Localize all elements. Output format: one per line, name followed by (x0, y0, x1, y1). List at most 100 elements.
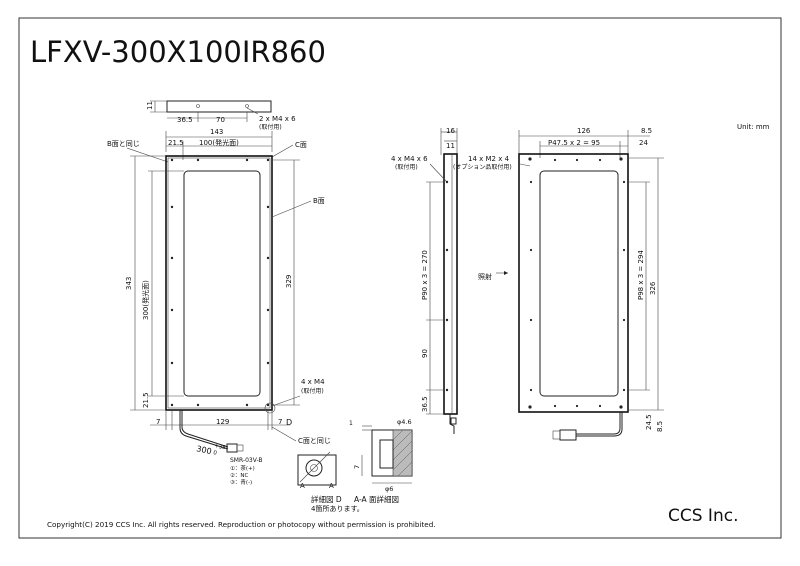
hatch-lines (392, 429, 413, 477)
dim-phi-6: φ6 (385, 485, 393, 493)
dim-129: 129 (216, 418, 229, 426)
dim-phi-4-6: φ4.6 (397, 418, 412, 426)
top-screw-spec: 2 x M4 x 6 (259, 115, 296, 123)
detail-views: A A 詳細図 D 4箇所あります。 1 φ4.6 7 φ6 A-A 面詳細図 (297, 418, 413, 513)
dim-8-5-bottom: 8.5 (656, 421, 664, 432)
back-housing (518, 153, 629, 413)
dim-8-5-top: 8.5 (641, 127, 652, 135)
side-screw-spec: 4 x M4 x 6 (391, 155, 428, 163)
pin-2: ②：NC (230, 472, 249, 479)
leader-line (271, 144, 294, 158)
back-cable (576, 412, 623, 437)
aa-caption: A-A 面詳細図 (354, 494, 399, 504)
dim-top-height: 11 (146, 101, 154, 110)
b-face-label: B面 (313, 197, 325, 205)
leader-line (246, 107, 259, 115)
side-cable-gland (450, 417, 457, 425)
c-same-label: C面と同じ (298, 437, 331, 445)
side-view: 16 11 4 x M4 x 6 (取付用) P90 x 3 = 270 90 … (391, 127, 508, 434)
front-top-profile (166, 100, 272, 113)
cable-length: 300 (196, 444, 213, 456)
cable (179, 410, 229, 450)
leader-line (429, 163, 447, 182)
dim-24-top: 24 (639, 139, 648, 147)
company-name: CCS Inc. (668, 506, 738, 526)
dim-7-left: 7 (156, 418, 160, 426)
aa-section-bore (379, 439, 394, 469)
detail-note: 4箇所あります。 (311, 504, 364, 513)
dim-21-5-top: 21.5 (168, 139, 184, 147)
drawing-title: LFXV-300X100IR860 (30, 35, 326, 69)
detail-d-outline (297, 454, 337, 486)
dim-16: 16 (446, 127, 455, 135)
dim-100-emit: 100(発光面) (199, 138, 239, 147)
side-screws (445, 180, 449, 392)
dim-11: 11 (446, 142, 455, 150)
back-window (539, 170, 619, 397)
leader-line (271, 426, 297, 442)
dim-329: 329 (285, 275, 293, 288)
c-face-label: C面 (295, 141, 307, 149)
dim-p47-5: P47.5 x 2 = 95 (548, 139, 600, 147)
m4-spec: 4 x M4 (301, 378, 325, 386)
b-same-label: B面と同じ (107, 140, 140, 148)
front-top-hole-left (196, 104, 200, 108)
dim-36-5-side: 36.5 (421, 396, 429, 412)
back-view: 126 8.5 P47.5 x 2 = 95 24 14 x M2 x 4 (オ… (453, 127, 664, 441)
detail-d-caption: 詳細図 D (311, 494, 342, 504)
dim-343: 343 (125, 277, 133, 290)
dim-126: 126 (577, 127, 591, 135)
detail-d-hole (305, 459, 323, 477)
connector-model: SMR-03V-B (230, 457, 263, 464)
dim-p98: P98 x 3 = 294 (637, 250, 645, 300)
unit-label: Unit: mm (737, 123, 770, 131)
top-screw-note: (取付用) (259, 123, 282, 131)
dim-70: 70 (216, 116, 225, 124)
emit-direction-label: 照射 (478, 272, 492, 281)
back-cable (576, 412, 621, 435)
copyright-notice: Copyright(C) 2019 CCS Inc. All rights re… (47, 520, 436, 529)
dim-24-5: 24.5 (645, 414, 653, 430)
section-a-right: A (329, 482, 334, 490)
dim-36-5: 36.5 (177, 116, 193, 124)
section-line (299, 451, 331, 483)
back-screws (528, 157, 626, 409)
dim-326: 326 (649, 281, 657, 295)
leader-line (271, 200, 312, 218)
connector-tip (236, 444, 244, 452)
dim-p90: P90 x 3 = 270 (421, 250, 429, 300)
leader-line (271, 395, 301, 407)
dim-143: 143 (210, 128, 223, 136)
leader-line (126, 147, 169, 163)
pin-1: ①：茶(+) (230, 464, 255, 472)
back-connector-tip (552, 430, 561, 440)
m4-note: (取付用) (301, 387, 324, 395)
leader-line (519, 163, 531, 167)
cable (181, 410, 229, 448)
front-top-hole-right (245, 104, 249, 108)
cable-tolerance-plus: +35 (214, 443, 227, 451)
m2-note: (オプション品取付用) (453, 163, 512, 171)
detail-d-circle (264, 402, 276, 414)
dim-1: 1 (349, 420, 353, 427)
dim-7-right: 7 (278, 418, 282, 426)
front-inner-edge (167, 157, 271, 409)
detail-d-hole-inner (310, 464, 318, 472)
emit-arrowhead (504, 271, 508, 275)
dim-21-5-bottom: 21.5 (142, 392, 150, 408)
pin-3: ③：青(-) (230, 478, 252, 486)
cable-tolerance-zero: 0 (213, 450, 218, 457)
front-view: 11 36.5 70 2 x M4 x 6 (取付用) 143 21.5 100… (107, 100, 331, 486)
section-a-left: A (300, 482, 305, 490)
m2-spec: 14 x M2 x 4 (468, 155, 510, 163)
side-cable (449, 414, 455, 434)
emit-window (183, 170, 261, 397)
dim-90: 90 (421, 349, 429, 358)
side-screw-note: (取付用) (395, 163, 418, 171)
detail-d-mark: D (286, 418, 292, 427)
dim-300-emit: 300(発光面) (141, 280, 150, 320)
dim-7-detail: 7 (353, 465, 361, 469)
front-screws (170, 158, 270, 407)
